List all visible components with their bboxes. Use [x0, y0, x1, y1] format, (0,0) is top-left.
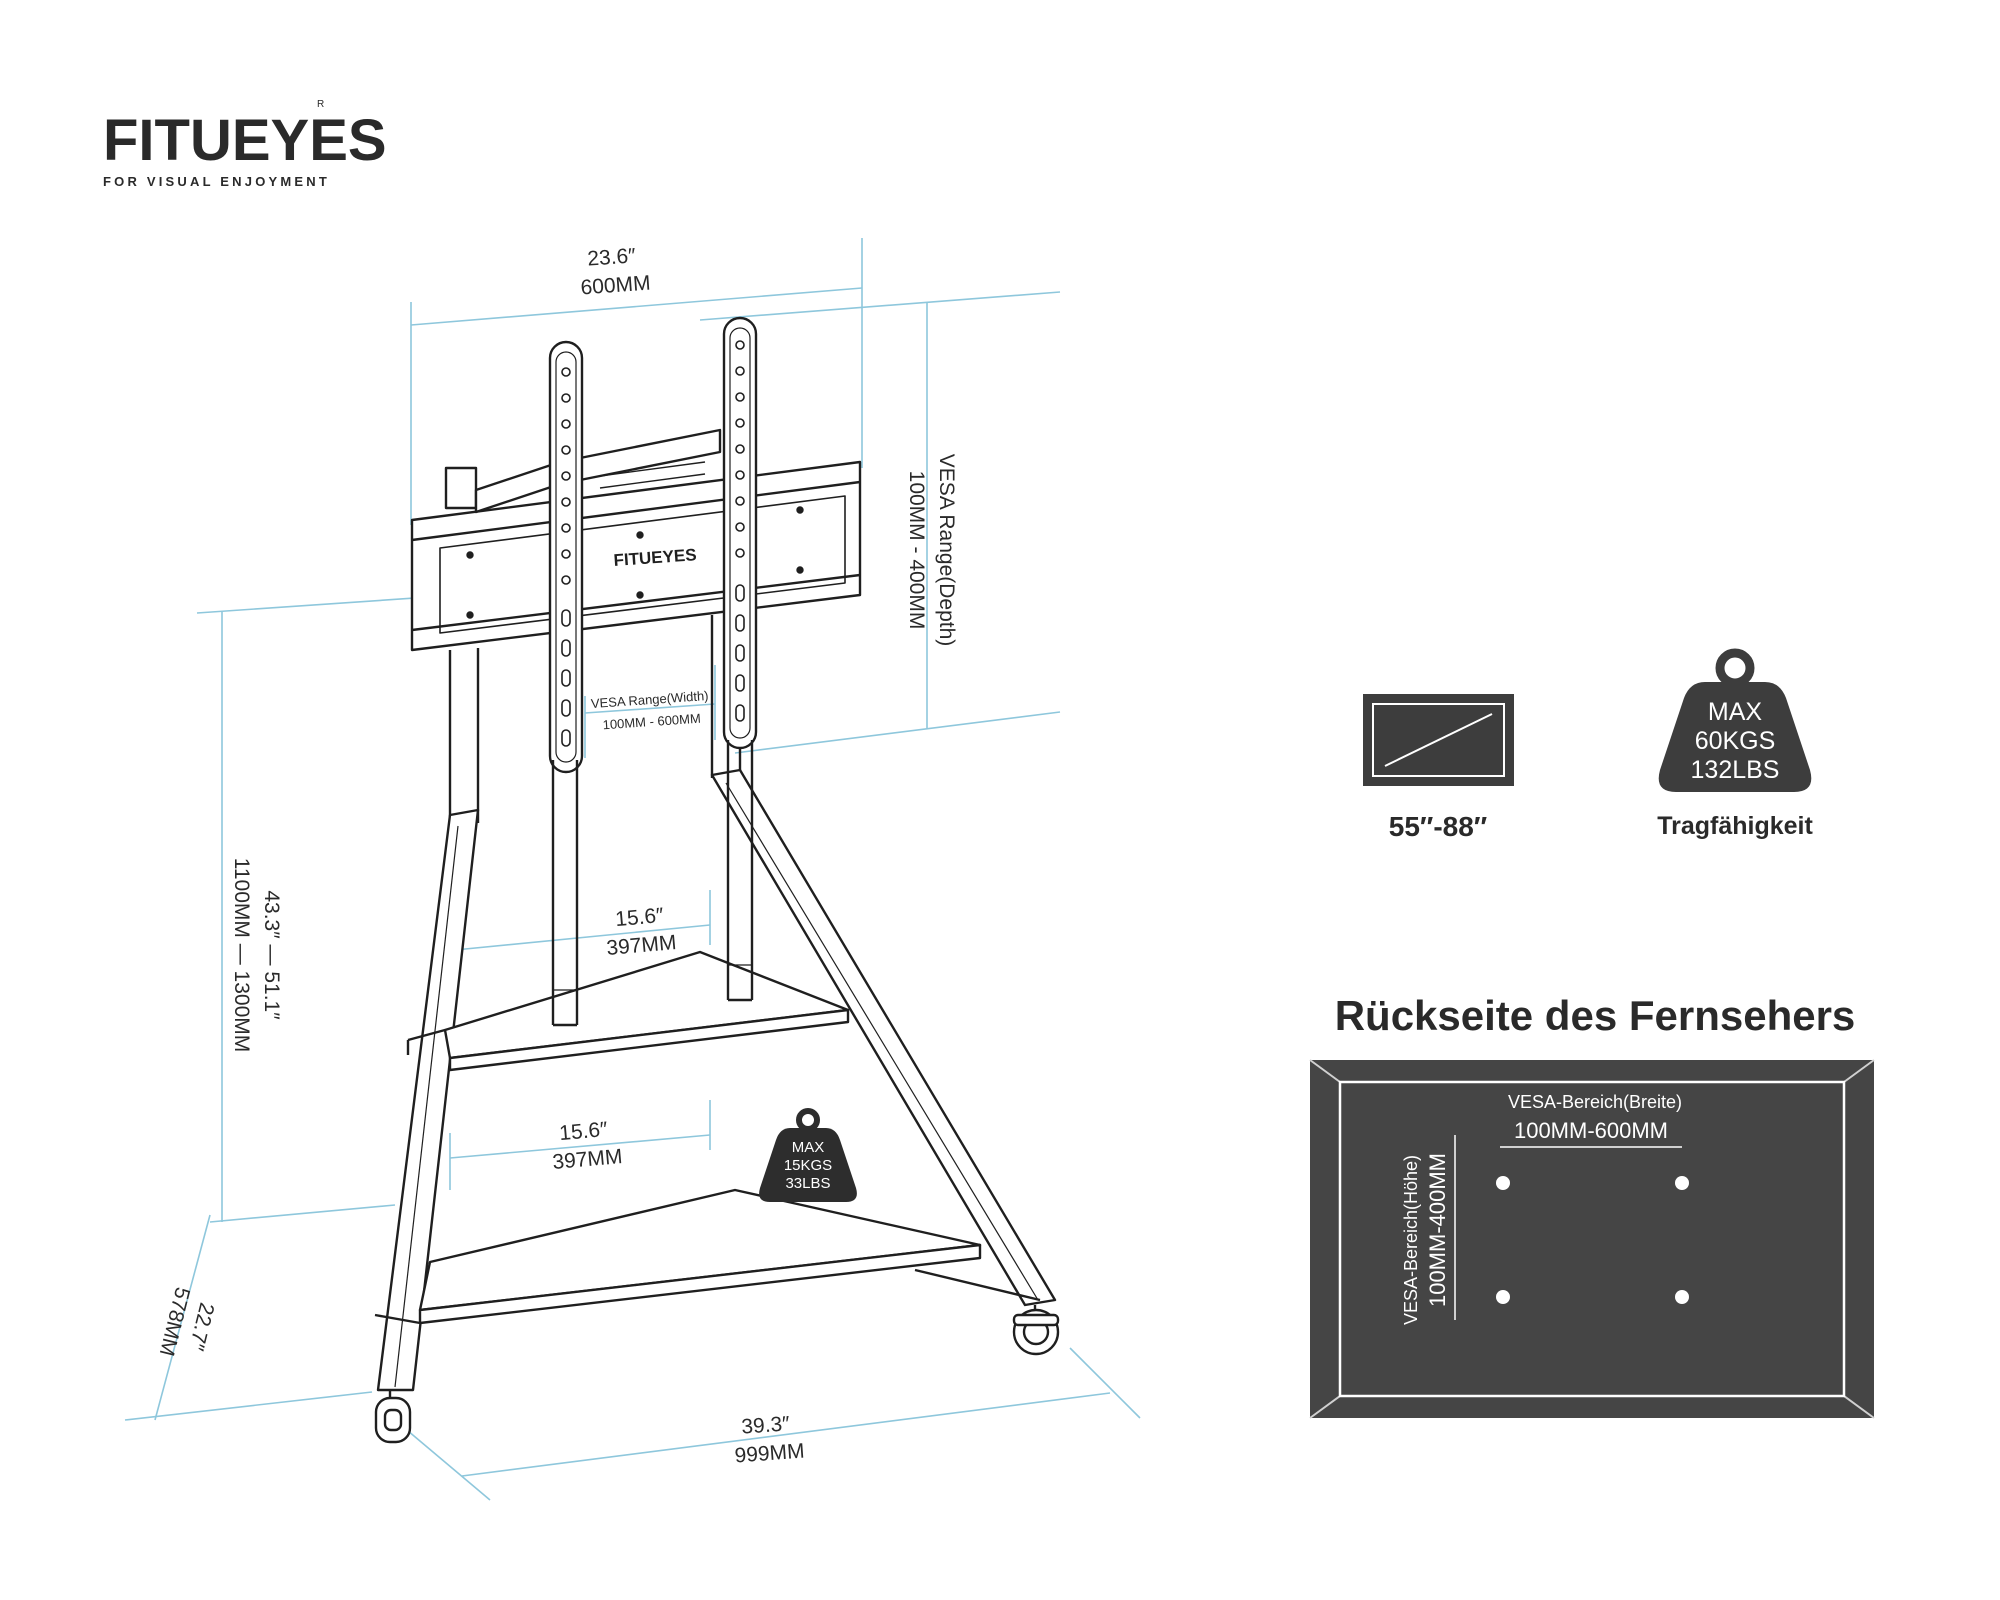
- dimension-lines: [124, 238, 1141, 1501]
- shelf-max-label: MAX: [792, 1139, 825, 1156]
- mount-plate: [410, 428, 862, 652]
- tv-back-section: Rückseite des Fernsehers VESA-Bereich(Br…: [1309, 992, 1875, 1419]
- shelf-lower-inch: 15.6″: [558, 1118, 609, 1145]
- vesa-width-range-de: 100MM-600MM: [1514, 1118, 1668, 1143]
- top-width-inch: 23.6″: [587, 244, 637, 270]
- load-capacity-spec: MAX 60KGS 132LBS Tragfähigkeit: [1657, 648, 1813, 840]
- dim-base-width-line: [461, 1392, 1111, 1477]
- back-post-left: [448, 648, 480, 825]
- load-weight-icon: [1658, 648, 1812, 792]
- dim-base-width-right-ext: [1069, 1347, 1141, 1419]
- dim-height-bottom-ext: [209, 1204, 396, 1223]
- vesa-arm-left: [548, 340, 584, 1027]
- screen-size-spec: 55″-88″: [1363, 694, 1514, 842]
- load-caption: Tragfähigkeit: [1657, 812, 1813, 840]
- load-lbs: 132LBS: [1691, 756, 1780, 784]
- dim-base-width-left-ext: [394, 1419, 491, 1501]
- tv-back-title: Rückseite des Fernsehers: [1335, 992, 1856, 1039]
- vesa-hole: [1675, 1290, 1689, 1304]
- vesa-height-range-de: 100MM-400MM: [1425, 1153, 1450, 1307]
- front-leg-right: [710, 768, 1057, 1307]
- lower-shelf: [374, 1188, 1041, 1325]
- vesa-width-range: 100MM - 600MM: [602, 711, 701, 733]
- base-width-mm: 999MM: [734, 1440, 805, 1468]
- shelf-weight-icon: [759, 1108, 857, 1202]
- shelf-upper-inch: 15.6″: [614, 904, 665, 931]
- vesa-height-label-de: VESA-Bereich(Höhe): [1401, 1155, 1421, 1325]
- brand-logo: FITUEYES R FOR VISUAL ENJOYMENT: [103, 99, 387, 189]
- dim-shelf-upper-line: [454, 924, 711, 951]
- front-leg-left: [376, 808, 480, 1392]
- vesa-hole: [1675, 1176, 1689, 1190]
- tv-back-panel: [1310, 1060, 1874, 1418]
- vesa-depth-label: VESA Range(Depth): [935, 454, 958, 647]
- shelf-max-kgs: 15KGS: [784, 1157, 832, 1174]
- tv-stand-drawing: FITUEYES: [374, 316, 1060, 1444]
- vesa-arm-right: [722, 316, 758, 1002]
- dim-depth-top-ext: [699, 291, 1061, 321]
- shelf-weight-labels: MAX 15KGS 33LBS: [784, 1139, 832, 1192]
- dim-base-depth-bottom-ext: [124, 1391, 373, 1421]
- dim-base-depth-line: [154, 1214, 211, 1421]
- top-width-mm: 600MM: [580, 272, 651, 300]
- shelf-max-lbs: 33LBS: [785, 1175, 830, 1192]
- shelf-lower-mm: 397MM: [552, 1145, 624, 1174]
- vesa-hole: [1496, 1176, 1510, 1190]
- height-inch: 43.3″ — 51.1″: [260, 890, 283, 1020]
- vesa-holes: [1496, 1176, 1689, 1304]
- vesa-width-label: VESA Range(Width): [590, 688, 709, 711]
- caster-right: [1012, 1305, 1060, 1356]
- vesa-width-label-de: VESA-Bereich(Breite): [1508, 1092, 1682, 1112]
- logo-tagline: FOR VISUAL ENJOYMENT: [103, 174, 330, 189]
- caster-left: [374, 1390, 412, 1444]
- logo-registered-mark: R: [317, 99, 324, 110]
- shelf-upper-mm: 397MM: [606, 931, 678, 960]
- dim-vesa-width-line: [584, 703, 716, 714]
- dim-top-width-line: [410, 287, 863, 326]
- screen-size-label: 55″-88″: [1389, 811, 1487, 842]
- dim-shelf-lower-line: [449, 1134, 711, 1159]
- base-width-inch: 39.3″: [741, 1412, 791, 1438]
- vesa-hole: [1496, 1290, 1510, 1304]
- load-kgs: 60KGS: [1695, 727, 1776, 755]
- height-mm: 1100MM — 1300MM: [230, 858, 253, 1053]
- logo-wordmark: FITUEYES: [103, 108, 387, 173]
- vesa-depth-range: 100MM - 400MM: [905, 471, 928, 630]
- load-max-label: MAX: [1708, 698, 1763, 726]
- dim-depth-bottom-ext: [734, 711, 1061, 754]
- upper-shelf: [406, 950, 850, 1072]
